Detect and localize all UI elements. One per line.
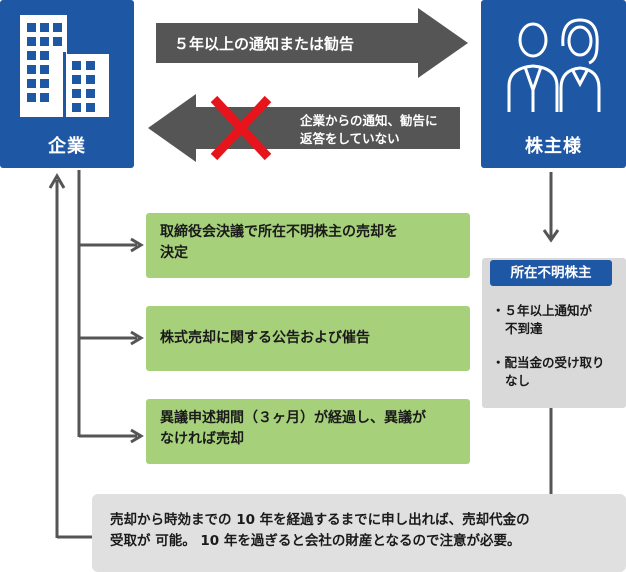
unknown-bullet-1-line1: ・５年以上通知が (492, 303, 593, 318)
company-label: 企業 (48, 136, 86, 157)
shareholder-down-arrowhead (542, 229, 560, 243)
unknown-bullet-1-line2: 不到達 (505, 321, 543, 336)
note-line2: 受取が 可能。 10 年を過ぎると会社の財産となるので注意が必要。 (110, 533, 521, 549)
people-icon (507, 18, 601, 112)
branch-arrow-3 (130, 428, 144, 444)
bottom-arrow-text-line1: 企業からの通知、勧告に (300, 113, 438, 128)
unknown-bullet-2-line1: ・配当金の受け取り (492, 355, 605, 370)
step-1-line1: 取締役会決議で所在不明株主の売却を (160, 224, 398, 240)
step-box-1: 取締役会決議で所在不明株主の売却を 決定 (146, 213, 470, 278)
top-arrow-text: ５年以上の通知または勧告 (174, 35, 355, 53)
step-1-line2: 決定 (160, 245, 188, 261)
top-arrow-shape (156, 8, 468, 78)
return-arrowhead (48, 173, 66, 189)
step-box-3: 異議申述期間（３ヶ月）が経過し、異議が なければ売却 (146, 399, 470, 464)
step-3-line1: 異議申述期間（３ヶ月）が経過し、異議が (160, 410, 426, 426)
company-box: 企業 (0, 0, 134, 168)
unknown-shareholder-title: 所在不明株主 (490, 260, 612, 286)
step-box-2: 株式売却に関する公告および催告 (146, 306, 470, 371)
bottom-arrow-text: 企業からの通知、勧告に 返答をしていない (300, 112, 438, 148)
branch-arrow-1 (130, 237, 144, 253)
bottom-arrow-text-line2: 返答をしていない (300, 131, 400, 146)
office-building-icon (20, 15, 109, 118)
unknown-bullet-2: ・配当金の受け取り なし (492, 354, 605, 390)
step-3-line2: なければ売却 (160, 431, 244, 447)
step-2-line1: 株式売却に関する公告および催告 (160, 330, 370, 346)
note-line1: 売却から時効までの 10 年を経過するまでに申し出れば、売却代金の (110, 512, 530, 528)
shareholder-label: 株主様 (525, 136, 582, 157)
unknown-bullet-1: ・５年以上通知が 不到達 (492, 302, 592, 338)
shareholder-box: 株主様 (481, 0, 626, 168)
note-box: 売却から時効までの 10 年を経過するまでに申し出れば、売却代金の 受取が 可能… (92, 494, 626, 572)
unknown-bullet-2-line2: なし (505, 373, 531, 388)
branch-arrow-2 (130, 330, 144, 346)
